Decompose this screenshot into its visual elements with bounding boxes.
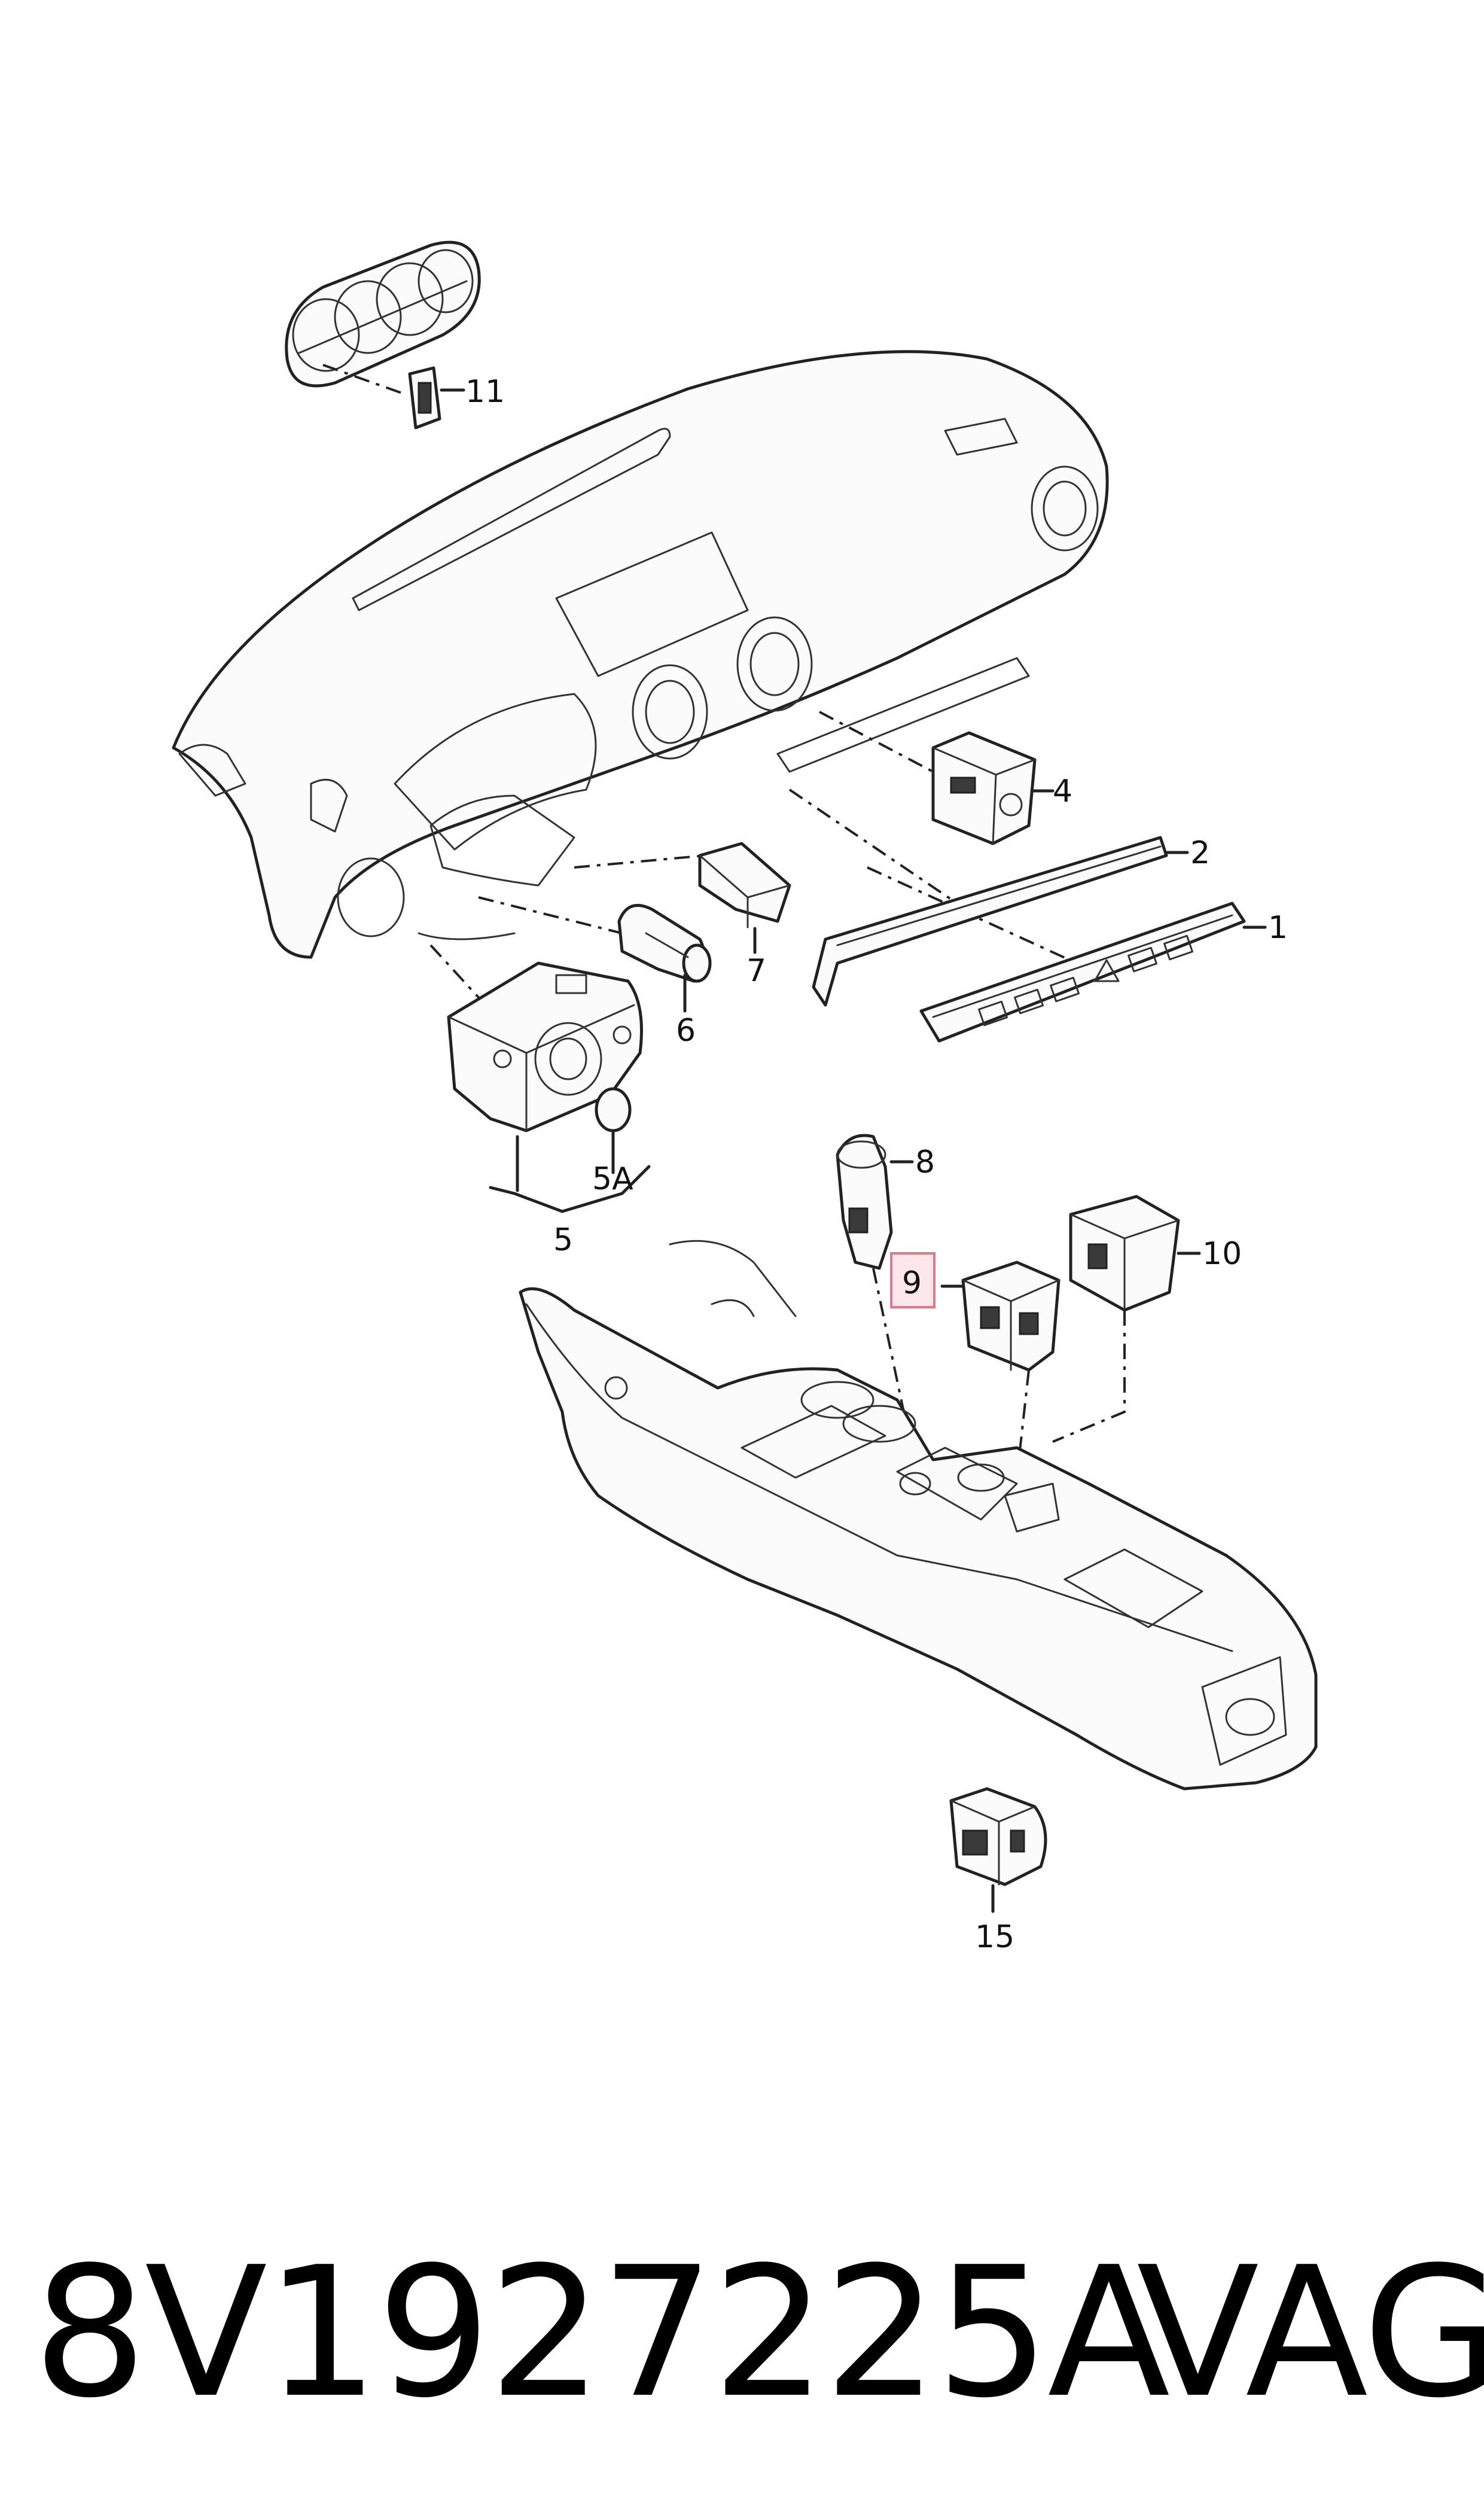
callout-15: 15 (975, 1919, 1014, 1955)
footer: 8V1927225A VAG (0, 2213, 1484, 2465)
part-1-switch-panel (919, 902, 1246, 1043)
callout-5a: 5A (592, 1161, 633, 1197)
brand-label: VAG (1136, 2228, 1484, 2437)
center-console (519, 1240, 1318, 1791)
part-10-switch (1069, 1195, 1180, 1312)
dashboard-assembly (172, 350, 1109, 959)
callout-4: 4 (1053, 774, 1072, 809)
callout-7: 7 (746, 953, 766, 989)
part-number: 8V1927225A (33, 2228, 1170, 2437)
part-4-switch (931, 731, 1037, 845)
part-11-switch (408, 366, 441, 430)
callout-11: 11 (465, 374, 505, 410)
part-15-switch (949, 1787, 1047, 1886)
callout-2: 2 (1190, 835, 1210, 871)
callout-1: 1 (1268, 910, 1288, 946)
part-5a-knob (595, 1087, 632, 1132)
part-6-rotary-switch (617, 903, 712, 983)
part-2-trim-strip (812, 836, 1168, 1007)
callout-8: 8 (915, 1144, 935, 1180)
callout-9-highlight (890, 1252, 936, 1308)
part-7-switch (698, 842, 791, 928)
part-9-switch (961, 1260, 1061, 1372)
callout-5: 5 (553, 1222, 573, 1258)
callout-10: 10 (1202, 1236, 1242, 1272)
part-8-start-button (836, 1134, 893, 1270)
part-5-light-switch (447, 961, 643, 1132)
callout-9: 9 (902, 1265, 922, 1301)
air-vent-cluster (285, 240, 481, 388)
callout-6: 6 (676, 1013, 696, 1049)
